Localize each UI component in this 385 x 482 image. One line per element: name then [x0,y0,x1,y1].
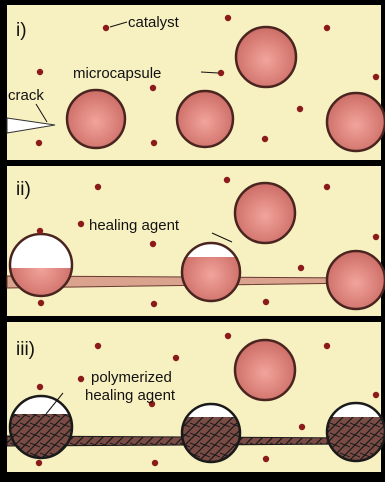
microcapsule [327,93,385,151]
catalyst-dot [299,424,305,430]
catalyst-dot [324,343,330,349]
panel-i: i) [7,5,385,160]
catalyst-dot [324,184,330,190]
catalyst-dot [298,265,304,271]
panel-iii: iii) [0,322,385,472]
catalyst-dot [224,177,230,183]
catalyst-label: catalyst [128,14,180,31]
catalyst-dot [36,140,42,146]
catalyst-dot [225,333,231,339]
catalyst-dot [95,184,101,190]
microcapsule [177,91,233,147]
catalyst-dot [103,25,109,31]
catalyst-dot [324,25,330,31]
catalyst-dot [95,343,101,349]
microcapsule-label: microcapsule [73,65,161,82]
panel-ii-label: ii) [16,179,31,200]
panel-i-label: i) [16,20,27,41]
catalyst-dot [150,241,156,247]
catalyst-dot [297,106,303,112]
catalyst-dot [218,70,224,76]
catalyst-dot [78,376,84,382]
catalyst-dot [263,456,269,462]
microcapsule [236,27,296,87]
catalyst-dot [152,460,158,466]
catalyst-dot [225,15,231,21]
healing-agent-label: healing agent [89,217,180,234]
catalyst-dot [150,85,156,91]
panel-ii: ii) [0,166,385,316]
catalyst-dot [373,74,379,80]
catalyst-dot [262,136,268,142]
catalyst-dot [37,228,43,234]
polymerized-label-line2: healing agent [85,387,176,404]
polymerized-label-line1: polymerized [91,369,172,386]
catalyst-dot [263,299,269,305]
catalyst-dot [37,384,43,390]
panel-iii-label: iii) [16,339,35,360]
catalyst-dot [38,300,44,306]
catalyst-dot [37,69,43,75]
microcapsule [235,183,295,243]
microcapsule [327,251,385,309]
catalyst-dot [78,221,84,227]
catalyst-dot [373,392,379,398]
catalyst-dot [151,140,157,146]
catalyst-dot [36,460,42,466]
catalyst-dot [173,355,179,361]
catalyst-dot [373,234,379,240]
crack-label: crack [8,87,44,104]
catalyst-dot [151,301,157,307]
microcapsule [67,90,125,148]
microcapsule [235,340,295,400]
